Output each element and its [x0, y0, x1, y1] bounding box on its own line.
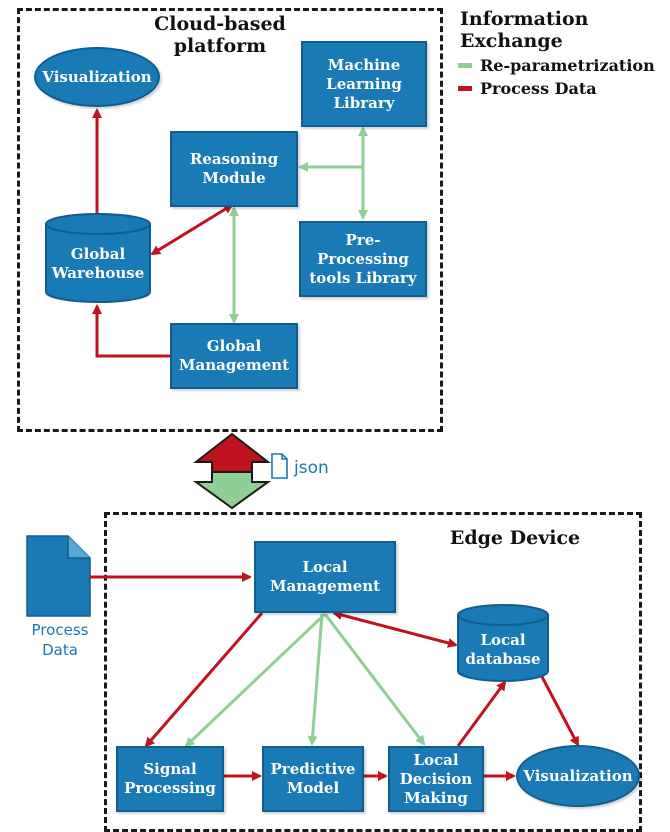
- arrow-management-to-warehouse: [92, 304, 170, 358]
- node-label: Machine Learning Library: [326, 55, 402, 112]
- cloud-platform-title: Cloud-based platform: [140, 13, 300, 57]
- node-label: Local Management: [269, 558, 381, 595]
- node-label: Global Warehouse: [51, 245, 145, 282]
- predictive-model-node: Predictive Model: [262, 746, 364, 812]
- exchange-arrow: [192, 432, 272, 510]
- legend-swatch-red: [458, 86, 472, 91]
- local-database-node: Local database: [456, 603, 550, 683]
- arrow-warehouse-reasoning: [150, 203, 234, 256]
- global-warehouse-node: Global Warehouse: [44, 212, 152, 304]
- legend-label: Process Data: [480, 79, 597, 98]
- node-label: Signal Processing: [124, 760, 216, 797]
- arrow-database-to-visualization: [538, 672, 580, 747]
- legend-swatch-green: [458, 63, 472, 68]
- legend-title: Information Exchange: [460, 8, 589, 52]
- process-data-label: Process Data: [31, 621, 89, 659]
- arrow-management-to-signal-green: [184, 612, 327, 748]
- node-label: Reasoning Module: [189, 150, 279, 187]
- ml-library-node: Machine Learning Library: [301, 41, 427, 127]
- node-label: Global Management: [178, 337, 290, 374]
- global-management-node: Global Management: [170, 323, 298, 389]
- cloud-visualization-node: Visualization: [34, 47, 160, 107]
- arrow-management-to-predictive: [307, 613, 324, 746]
- edge-device-title: Edge Device: [440, 527, 590, 549]
- legend: Information Exchange Re-parametrization …: [458, 8, 668, 98]
- node-label: Visualization: [42, 67, 152, 86]
- node-label: Predictive Model: [270, 760, 356, 797]
- reasoning-module-node: Reasoning Module: [170, 131, 298, 207]
- arrow-management-to-signal: [144, 612, 264, 748]
- arrow-decision-to-database: [456, 680, 507, 747]
- cylinder-shape: [457, 604, 549, 682]
- node-label: Visualization: [523, 766, 633, 785]
- legend-label: Re-parametrization: [480, 56, 655, 75]
- node-label: Pre- Processing tools Library: [309, 230, 417, 287]
- legend-item-process-data: Process Data: [458, 79, 668, 98]
- preprocessing-library-node: Pre- Processing tools Library: [299, 221, 427, 297]
- node-label: Local database: [465, 631, 541, 668]
- node-label: Local Decision Making: [399, 750, 473, 807]
- cloud-platform-frame: [17, 8, 443, 432]
- signal-processing-node: Signal Processing: [116, 746, 224, 812]
- json-label: json: [294, 458, 329, 478]
- cylinder-shape: [45, 213, 151, 303]
- process-data-doc-icon: [26, 535, 91, 617]
- local-decision-making-node: Local Decision Making: [388, 746, 484, 812]
- arrow-management-to-decision: [323, 613, 426, 746]
- edge-visualization-node: Visualization: [516, 745, 640, 807]
- local-management-node: Local Management: [254, 541, 396, 613]
- arrow-management-database: [332, 610, 458, 648]
- legend-item-reparametrization: Re-parametrization: [458, 56, 668, 75]
- json-file-icon: [271, 453, 288, 479]
